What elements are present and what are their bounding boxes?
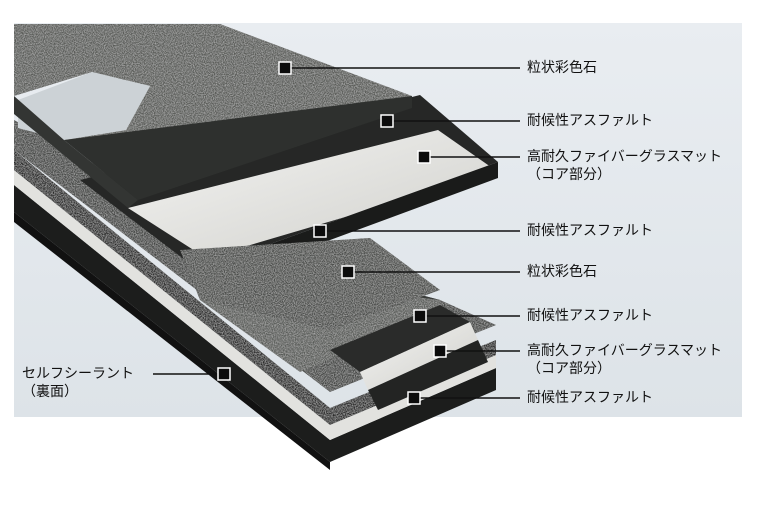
label-text: 粒状彩色石 xyxy=(527,60,597,76)
label-text: セルフシーラント xyxy=(22,366,134,382)
label-granules-2: 粒状彩色石 xyxy=(527,263,597,281)
label-fiberglass-2: 高耐久ファイバーグラスマット （コア部分） xyxy=(527,342,722,378)
label-asphalt-4: 耐候性アスファルト xyxy=(527,389,653,407)
base-shingle xyxy=(14,150,496,470)
label-asphalt-3: 耐候性アスファルト xyxy=(527,307,653,325)
tab-cutout xyxy=(18,72,150,140)
label-text: 耐候性アスファルト xyxy=(527,390,653,406)
label-asphalt-2: 耐候性アスファルト xyxy=(527,222,653,240)
label-top-granules: 粒状彩色石 xyxy=(527,59,597,77)
label-text: 耐候性アスファルト xyxy=(527,223,653,239)
asphalt-layer-top xyxy=(64,96,412,200)
label-subtext: （コア部分） xyxy=(527,167,611,183)
fiberglass-mat-lower xyxy=(360,322,478,390)
label-sealant: セルフシーラント （裏面） xyxy=(22,365,134,401)
marker-squares xyxy=(217,61,447,405)
label-text: 高耐久ファイバーグラスマット xyxy=(527,149,723,165)
asphalt-layer-lower-2 xyxy=(368,340,488,410)
label-text: 粒状彩色石 xyxy=(527,264,597,280)
label-subtext: （コア部分） xyxy=(527,361,611,377)
label-text: 耐候性アスファルト xyxy=(527,308,653,324)
label-fiberglass-1: 高耐久ファイバーグラスマット （コア部分） xyxy=(527,148,722,184)
label-asphalt-1: 耐候性アスファルト xyxy=(527,112,653,130)
asphalt-layer-lower-1 xyxy=(330,305,470,372)
label-text: 耐候性アスファルト xyxy=(527,113,653,129)
middle-layer-stack xyxy=(80,95,498,330)
label-text: 高耐久ファイバーグラスマット xyxy=(527,343,723,359)
fiberglass-mat-middle xyxy=(128,130,498,258)
label-subtext: （裏面） xyxy=(22,384,78,400)
leader-lines xyxy=(153,67,520,399)
top-shingle xyxy=(14,24,412,208)
granules-layer-middle xyxy=(180,238,440,330)
